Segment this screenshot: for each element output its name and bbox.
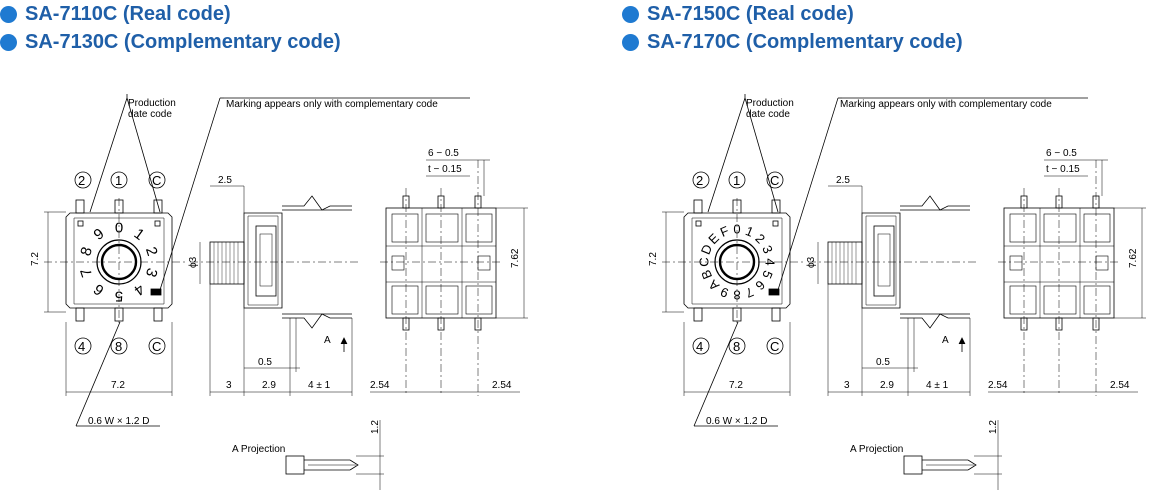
dial-digit: 4 xyxy=(131,280,148,299)
dim-label: 7.62 xyxy=(510,248,521,268)
bullet-icon xyxy=(622,6,639,23)
dial-digit: 5 xyxy=(115,288,123,305)
dim-label: 0.5 xyxy=(876,357,890,368)
dial-digit: 2 xyxy=(752,231,768,247)
production-label: date code xyxy=(746,109,790,120)
header-text: SA-7150C (Real code) xyxy=(647,3,854,25)
header-left-2: SA-7130C (Complementary code) xyxy=(0,31,341,54)
dial-digit: 8 xyxy=(77,245,96,258)
dim-label: 4 ± 1 xyxy=(926,380,949,391)
dial-digit: 0 xyxy=(115,220,123,237)
right-annotations: Production date code Marking appears onl… xyxy=(648,98,1139,455)
dial-digit: 1 xyxy=(131,225,148,244)
bullet-icon xyxy=(0,6,17,23)
dim-label: 2.54 xyxy=(370,380,390,391)
dim-label: 4 ± 1 xyxy=(308,380,331,391)
dim-label: 7.2 xyxy=(729,380,743,391)
production-label: Production xyxy=(128,98,176,109)
dial-digit: 3 xyxy=(759,243,776,255)
bullet-icon xyxy=(622,34,639,51)
header-right-1: SA-7150C (Real code) xyxy=(622,3,854,26)
pin-label: 4 xyxy=(696,339,703,354)
dim-label: 7.62 xyxy=(1128,248,1139,268)
pin-label: 8 xyxy=(733,339,740,354)
dial-digit: 1 xyxy=(743,223,755,240)
dim-label: t − 0.15 xyxy=(1046,164,1080,175)
dim-label: 2.54 xyxy=(988,380,1008,391)
header-left-1: SA-7110C (Real code) xyxy=(0,3,231,26)
header-right-2: SA-7170C (Complementary code) xyxy=(622,31,963,54)
dim-label: 7.2 xyxy=(648,252,659,266)
dim-label: 2.9 xyxy=(262,380,276,391)
header-text: SA-7130C (Complementary code) xyxy=(25,31,341,53)
dial-digit: 4 xyxy=(763,258,778,265)
dial-digit: B xyxy=(698,268,715,282)
dim-label: t − 0.15 xyxy=(428,164,462,175)
dim-label: 2.9 xyxy=(880,380,894,391)
dim-label: ϕ3 xyxy=(188,256,199,268)
pin-label: 2 xyxy=(696,173,703,188)
dim-label: 0.5 xyxy=(258,357,272,368)
dial-digit: F xyxy=(718,223,731,240)
projection-label: A Projection xyxy=(232,444,285,455)
header-text: SA-7110C (Real code) xyxy=(25,3,231,25)
dim-label: 2.54 xyxy=(492,380,512,391)
projection-label: A Projection xyxy=(850,444,903,455)
dial-digit: 9 xyxy=(91,225,108,244)
arrow-label: A xyxy=(942,335,949,346)
dim-label: 3 xyxy=(226,380,232,391)
marking-label: Marking appears only with complementary … xyxy=(226,99,438,110)
dim-label: 1.2 xyxy=(370,420,381,434)
dial-digit: 0 xyxy=(733,222,740,237)
dial-digit: 2 xyxy=(142,245,161,258)
dim-label: 7.2 xyxy=(30,252,41,266)
header-text: SA-7170C (Complementary code) xyxy=(647,31,963,53)
dim-label: 3 xyxy=(844,380,850,391)
dim-label: 2.54 xyxy=(1110,380,1130,391)
left-annotations: Production date code Marking appears onl… xyxy=(30,98,521,455)
marking-label: Marking appears only with complementary … xyxy=(840,99,1052,110)
pin-label: C xyxy=(770,339,779,354)
production-label: Production xyxy=(746,98,794,109)
pin-label: C xyxy=(770,173,779,188)
pin-label: 1 xyxy=(115,173,122,188)
pin-label: C xyxy=(152,173,161,188)
dim-label: 1.2 xyxy=(988,420,999,434)
dial-digit: 6 xyxy=(91,280,108,299)
dim-label: 7.2 xyxy=(111,380,125,391)
arrow-label: A xyxy=(324,335,331,346)
dial-digit: 8 xyxy=(733,288,740,303)
dial-digit: 7 xyxy=(77,266,96,279)
dial-digit: 3 xyxy=(142,266,161,279)
pin-label: 4 xyxy=(78,339,85,354)
pin-label: 8 xyxy=(115,339,122,354)
dim-label: 2.5 xyxy=(218,175,232,186)
dim-label: 6 − 0.5 xyxy=(428,148,459,159)
production-label: date code xyxy=(128,109,172,120)
pin-label: C xyxy=(152,339,161,354)
dial-digit: 7 xyxy=(743,284,755,301)
dim-label: ϕ3 xyxy=(806,256,817,268)
pin-label: 1 xyxy=(733,173,740,188)
bullet-icon xyxy=(0,34,17,51)
dial-digit: 5 xyxy=(759,268,776,280)
dial-digit: 9 xyxy=(718,284,730,301)
pin-label: 2 xyxy=(78,173,85,188)
dim-label: 0.6 W × 1.2 D xyxy=(706,416,767,427)
dial-digit: 6 xyxy=(752,277,768,293)
dial-digit: C xyxy=(697,257,712,266)
dim-label: 2.5 xyxy=(836,175,850,186)
dim-label: 0.6 W × 1.2 D xyxy=(88,416,149,427)
dim-label: 6 − 0.5 xyxy=(1046,148,1077,159)
